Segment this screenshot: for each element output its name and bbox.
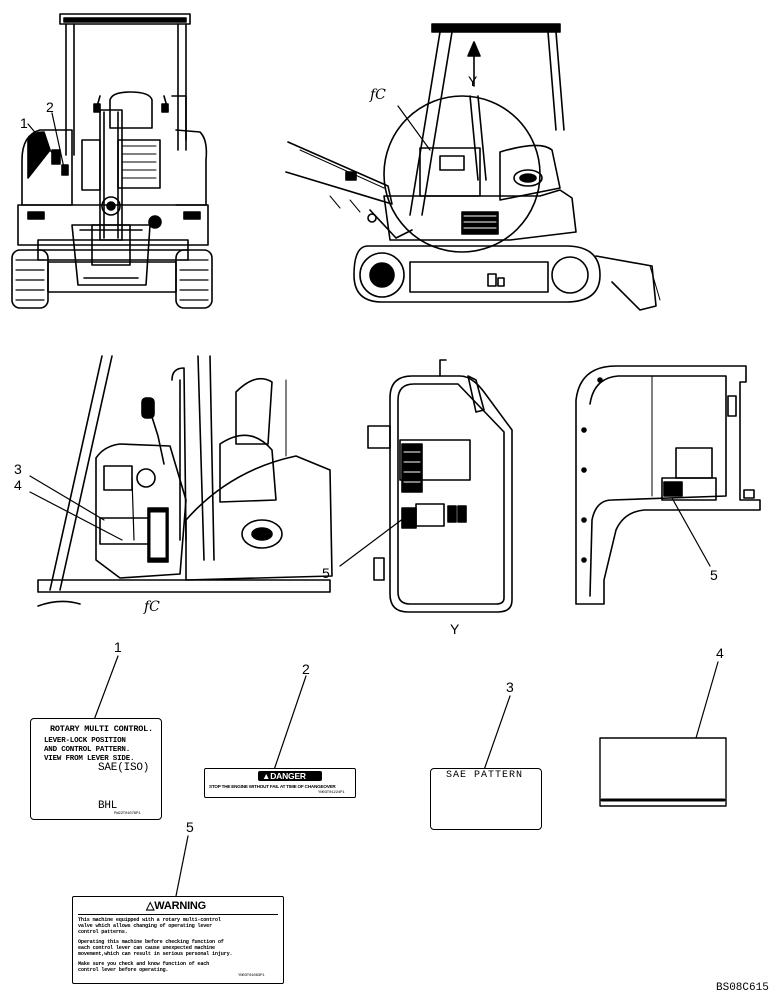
- danger-text: STOP THE ENGINE WITHOUT FAIL AT TIME OF …: [209, 784, 336, 789]
- warning-line-7: Make sure you check and know function of…: [78, 961, 210, 967]
- danger-heading: ▲DANGER: [262, 771, 306, 781]
- view-y-caption: Y: [450, 621, 460, 637]
- warning-triangle-icon: ▲: [262, 771, 271, 781]
- view-y-arrow-label: Y: [468, 73, 478, 89]
- rotary-decal-line-2: AND CONTROL PATTERN.: [44, 746, 131, 754]
- warning-decal: [72, 896, 284, 984]
- callout-3-cab: 3: [14, 461, 22, 477]
- danger-part-no: YN03T01224P1: [318, 791, 345, 795]
- warning-line-4: Operating this machine before checking f…: [78, 939, 224, 945]
- warning-heading-text: WARNING: [154, 900, 207, 912]
- callout-4-decal: 4: [716, 645, 724, 661]
- danger-header-bar: [258, 771, 322, 781]
- warning-line-5: each control lever can cause unexpected …: [78, 945, 215, 951]
- detail-mark-lower: fC: [144, 599, 160, 615]
- warning-line-6: movement,which can result in serious per…: [78, 951, 233, 957]
- rotary-decal-line-3: VIEW FROM LEVER SIDE.: [44, 755, 135, 763]
- warning-line-2: valve which allows changing of operating…: [78, 923, 212, 929]
- detail-mark-upper: fC: [370, 87, 386, 103]
- callout-1-decal: 1: [114, 639, 122, 655]
- rotary-decal-line-1: LEVER-LOCK POSITION: [44, 737, 126, 745]
- excavator-side-view: [285, 23, 661, 311]
- callout-2-front: 2: [46, 99, 54, 115]
- warning-part-no: YN03T01083P1: [238, 974, 265, 978]
- rotary-decal-bhl: BHL: [98, 800, 118, 812]
- danger-heading-text: DANGER: [270, 771, 306, 781]
- rotary-control-decal: [30, 718, 162, 820]
- warning-heading: △WARNING: [146, 899, 206, 912]
- sae-pattern-decal: [430, 768, 542, 830]
- callout-3-decal: 3: [506, 679, 514, 695]
- cab-side-panel: [575, 365, 761, 605]
- cab-front-panel: [339, 359, 513, 613]
- callout-2-decal: 2: [302, 661, 310, 677]
- callout-5-front-panel: 5: [322, 565, 330, 581]
- callout-1-front: 1: [20, 115, 28, 131]
- warning-triangle-icon-2: △: [146, 900, 155, 912]
- warning-line-1: This machine equipped with a rotary mult…: [78, 917, 221, 923]
- cab-interior-detail: [29, 355, 333, 607]
- rotary-decal-part-no: PW22T01076P1: [114, 812, 141, 816]
- rotary-decal-title: ROTARY MULTI CONTROL.: [50, 724, 153, 734]
- drawing-code: BS08C615: [716, 982, 769, 994]
- callout-5-side-panel: 5: [710, 567, 718, 583]
- warning-divider: [78, 914, 278, 915]
- blank-label-graphic: [599, 737, 727, 807]
- excavator-front-view: [11, 13, 213, 309]
- callout-4-cab: 4: [14, 477, 22, 493]
- warning-line-8: control lever before operating.: [78, 967, 169, 973]
- callout-5-decal: 5: [186, 819, 194, 835]
- warning-line-3: control patterns.: [78, 929, 128, 935]
- sae-pattern-title: SAE PATTERN: [446, 770, 524, 781]
- rotary-decal-sae: SAE(ISO): [98, 762, 150, 774]
